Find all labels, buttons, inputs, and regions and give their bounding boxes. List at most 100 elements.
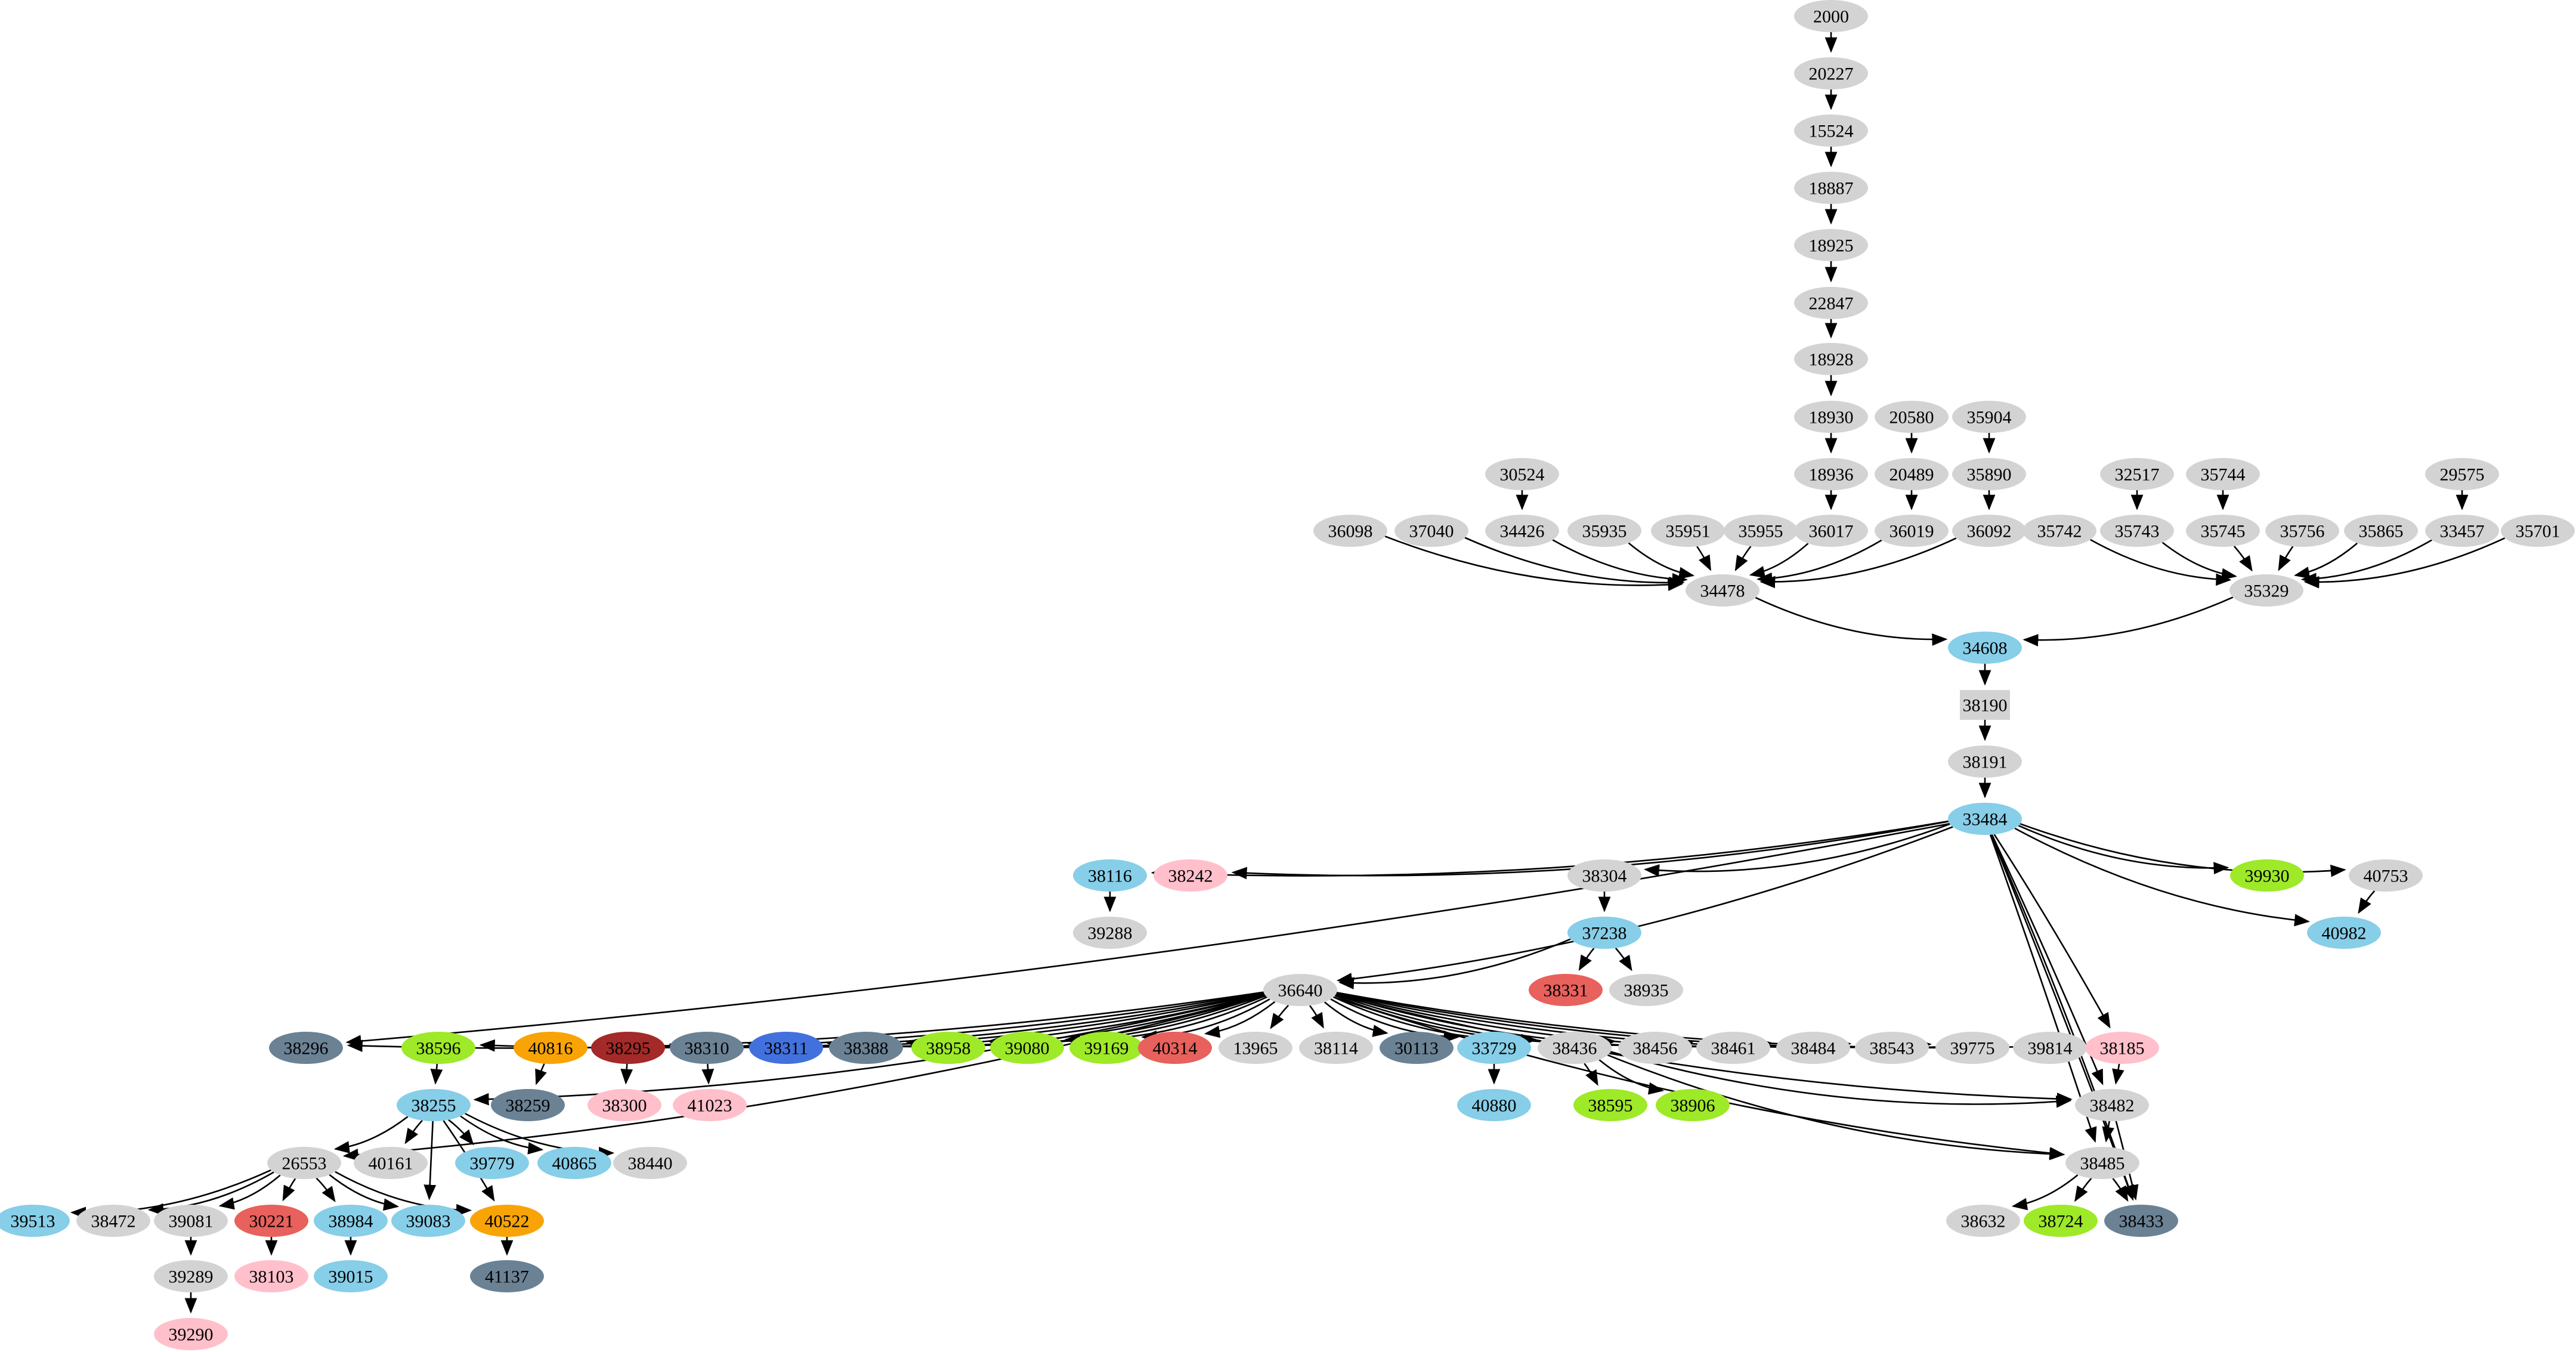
- graph-node-38596[interactable]: 38596: [401, 1032, 475, 1064]
- node-ellipse-38310[interactable]: [670, 1032, 744, 1064]
- graph-node-38191[interactable]: 38191: [1948, 745, 2022, 778]
- graph-node-18925[interactable]: 18925: [1794, 229, 1868, 261]
- graph-node-35951[interactable]: 35951: [1651, 515, 1725, 547]
- graph-node-39779[interactable]: 39779: [455, 1147, 529, 1179]
- node-ellipse-40982[interactable]: [2307, 917, 2381, 949]
- node-ellipse-35701[interactable]: [2501, 515, 2575, 547]
- node-ellipse-38440[interactable]: [613, 1147, 687, 1179]
- node-ellipse-32517[interactable]: [2100, 458, 2174, 490]
- graph-node-32517[interactable]: 32517: [2100, 458, 2174, 490]
- graph-node-38472[interactable]: 38472: [76, 1205, 150, 1237]
- node-ellipse-36017[interactable]: [1794, 515, 1868, 547]
- graph-node-26553[interactable]: 26553: [267, 1147, 341, 1179]
- node-ellipse-33729[interactable]: [1457, 1032, 1531, 1064]
- node-ellipse-39930[interactable]: [2230, 859, 2304, 892]
- graph-node-35742[interactable]: 35742: [2023, 515, 2096, 547]
- node-ellipse-40816[interactable]: [514, 1032, 587, 1064]
- graph-node-18930[interactable]: 18930: [1794, 401, 1868, 433]
- node-ellipse-38632[interactable]: [1946, 1205, 2020, 1237]
- graph-node-38485[interactable]: 38485: [2065, 1147, 2139, 1179]
- node-ellipse-38958[interactable]: [911, 1032, 985, 1064]
- graph-node-38724[interactable]: 38724: [2024, 1205, 2098, 1237]
- graph-node-37238[interactable]: 37238: [1567, 917, 1641, 949]
- node-ellipse-20227[interactable]: [1794, 57, 1868, 89]
- graph-node-40816[interactable]: 40816: [514, 1032, 587, 1064]
- node-ellipse-35904[interactable]: [1952, 401, 2026, 433]
- node-ellipse-40753[interactable]: [2349, 859, 2423, 892]
- graph-node-34426[interactable]: 34426: [1485, 515, 1559, 547]
- node-ellipse-41023[interactable]: [673, 1089, 747, 1121]
- node-ellipse-33457[interactable]: [2425, 515, 2499, 547]
- node-ellipse-35890[interactable]: [1952, 458, 2026, 490]
- node-ellipse-2000[interactable]: [1794, 0, 1868, 32]
- graph-node-40314[interactable]: 40314: [1138, 1032, 1212, 1064]
- node-ellipse-38461[interactable]: [1696, 1032, 1770, 1064]
- graph-node-33729[interactable]: 33729: [1457, 1032, 1531, 1064]
- graph-node-37040[interactable]: 37040: [1394, 515, 1468, 547]
- node-ellipse-38436[interactable]: [1538, 1032, 1612, 1064]
- node-ellipse-38311[interactable]: [749, 1032, 823, 1064]
- node-ellipse-35951[interactable]: [1651, 515, 1725, 547]
- node-ellipse-29575[interactable]: [2425, 458, 2499, 490]
- graph-node-18887[interactable]: 18887: [1794, 172, 1868, 204]
- node-ellipse-38433[interactable]: [2104, 1205, 2178, 1237]
- node-ellipse-35742[interactable]: [2023, 515, 2096, 547]
- graph-node-35745[interactable]: 35745: [2186, 515, 2260, 547]
- graph-node-39288[interactable]: 39288: [1073, 917, 1147, 949]
- graph-node-22847[interactable]: 22847: [1794, 287, 1868, 319]
- graph-node-41023[interactable]: 41023: [673, 1089, 747, 1121]
- node-ellipse-40314[interactable]: [1138, 1032, 1212, 1064]
- node-ellipse-13965[interactable]: [1219, 1032, 1292, 1064]
- graph-node-35890[interactable]: 35890: [1952, 458, 2026, 490]
- graph-node-35935[interactable]: 35935: [1567, 515, 1641, 547]
- node-ellipse-39015[interactable]: [314, 1260, 388, 1292]
- node-ellipse-35935[interactable]: [1567, 515, 1641, 547]
- graph-node-34608[interactable]: 34608: [1948, 632, 2022, 664]
- graph-node-20580[interactable]: 20580: [1875, 401, 1949, 433]
- graph-node-38543[interactable]: 38543: [1855, 1032, 1929, 1064]
- graph-node-20489[interactable]: 20489: [1875, 458, 1949, 490]
- graph-node-35904[interactable]: 35904: [1952, 401, 2026, 433]
- graph-node-38114[interactable]: 38114: [1299, 1032, 1373, 1064]
- node-ellipse-38103[interactable]: [234, 1260, 308, 1292]
- node-rect-38190[interactable]: [1960, 690, 2010, 720]
- node-ellipse-38255[interactable]: [397, 1089, 471, 1121]
- graph-node-38300[interactable]: 38300: [587, 1089, 661, 1121]
- node-ellipse-38296[interactable]: [269, 1032, 343, 1064]
- node-ellipse-41137[interactable]: [470, 1260, 544, 1292]
- node-ellipse-33484[interactable]: [1948, 803, 2022, 835]
- graph-node-36098[interactable]: 36098: [1313, 515, 1387, 547]
- node-ellipse-39779[interactable]: [455, 1147, 529, 1179]
- graph-node-38255[interactable]: 38255: [397, 1089, 471, 1121]
- graph-node-39290[interactable]: 39290: [154, 1318, 228, 1350]
- graph-node-36017[interactable]: 36017: [1794, 515, 1868, 547]
- graph-node-39080[interactable]: 39080: [990, 1032, 1064, 1064]
- graph-node-38632[interactable]: 38632: [1946, 1205, 2020, 1237]
- node-ellipse-38259[interactable]: [491, 1089, 565, 1121]
- graph-node-36640[interactable]: 36640: [1263, 974, 1337, 1006]
- node-ellipse-38482[interactable]: [2075, 1089, 2149, 1121]
- graph-node-34478[interactable]: 34478: [1686, 574, 1759, 607]
- graph-node-38185[interactable]: 38185: [2085, 1032, 2159, 1064]
- node-ellipse-15524[interactable]: [1794, 115, 1868, 147]
- node-ellipse-38114[interactable]: [1299, 1032, 1373, 1064]
- node-ellipse-35329[interactable]: [2229, 574, 2303, 607]
- graph-node-38456[interactable]: 38456: [1618, 1032, 1692, 1064]
- node-ellipse-39290[interactable]: [154, 1318, 228, 1350]
- graph-node-18936[interactable]: 18936: [1794, 458, 1868, 490]
- graph-node-40161[interactable]: 40161: [354, 1147, 428, 1179]
- node-ellipse-18936[interactable]: [1794, 458, 1868, 490]
- node-ellipse-37238[interactable]: [1567, 917, 1641, 949]
- graph-node-38433[interactable]: 38433: [2104, 1205, 2178, 1237]
- graph-node-38259[interactable]: 38259: [491, 1089, 565, 1121]
- node-ellipse-40880[interactable]: [1457, 1089, 1531, 1121]
- graph-node-39289[interactable]: 39289: [154, 1260, 228, 1292]
- node-ellipse-38596[interactable]: [401, 1032, 475, 1064]
- graph-node-39083[interactable]: 39083: [391, 1205, 465, 1237]
- graph-node-38484[interactable]: 38484: [1776, 1032, 1850, 1064]
- graph-node-38906[interactable]: 38906: [1656, 1089, 1730, 1121]
- graph-node-38296[interactable]: 38296: [269, 1032, 343, 1064]
- graph-node-38242[interactable]: 38242: [1154, 859, 1227, 892]
- node-ellipse-38304[interactable]: [1567, 859, 1641, 892]
- node-ellipse-34478[interactable]: [1686, 574, 1759, 607]
